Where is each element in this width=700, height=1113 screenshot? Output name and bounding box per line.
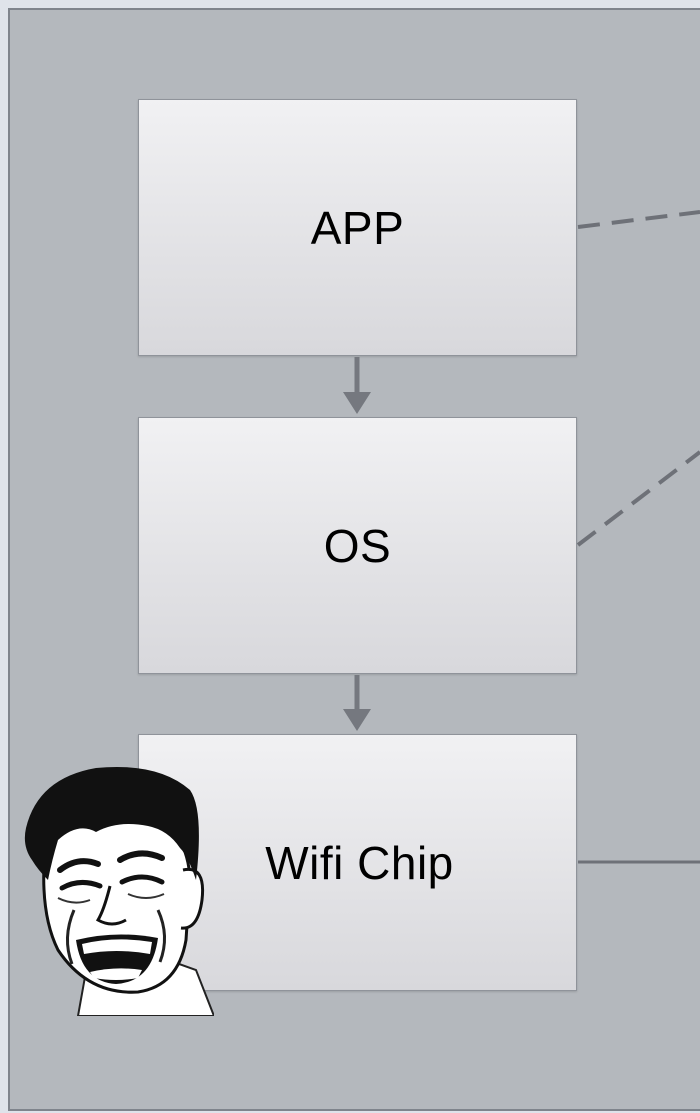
os-box-label: OS xyxy=(323,519,392,572)
os-box: OS xyxy=(138,417,577,674)
laughing-face-meme-icon xyxy=(24,766,214,1016)
app-box: APP xyxy=(138,99,577,356)
app-box-label: APP xyxy=(310,201,405,254)
wifi-chip-box-label: Wifi Chip xyxy=(265,836,454,889)
wifi-chip-box: Wifi Chip xyxy=(138,734,577,991)
